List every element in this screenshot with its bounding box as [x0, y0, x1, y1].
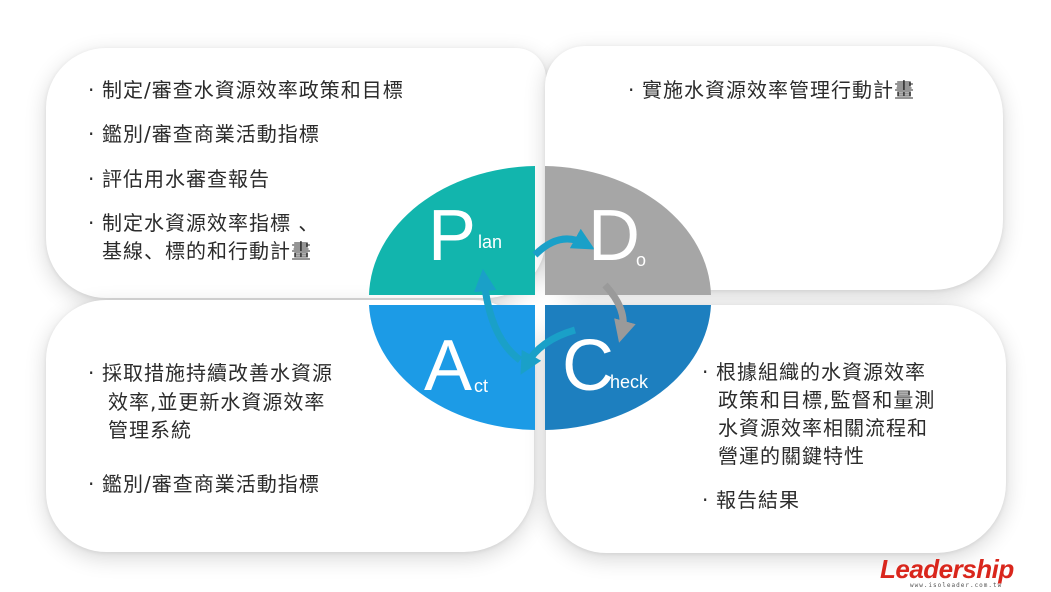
plan-small-text: lan [478, 232, 502, 252]
do-item-text: 實施水資源效率管理行動計畫 [642, 78, 915, 102]
plan-item: ·制定水資源效率指標 、 [88, 207, 319, 239]
bullet: · [628, 78, 636, 102]
do-item: ·實施水資源效率管理行動計畫 [628, 74, 915, 106]
do-small-text: o [636, 250, 646, 270]
plan-item-continued: 基線、標的和行動計畫 [102, 239, 312, 263]
check-small-text: heck [610, 372, 649, 392]
check-item-continued: 營運的關鍵特性 [718, 444, 865, 468]
bullet: · [702, 488, 710, 512]
do-big-letter: D [588, 196, 640, 276]
act-to-plan-arrow [474, 268, 523, 363]
act-item-continued: 管理系統 [108, 418, 192, 442]
bullet: · [702, 360, 710, 384]
check-item: ·根據組織的水資源效率 [702, 356, 926, 388]
check-big-letter: C [562, 326, 614, 406]
check-item: ·報告結果 [702, 484, 800, 516]
do-to-check-arrow [602, 282, 636, 343]
plan-item-text: 評估用水審查報告 [102, 167, 270, 191]
act-item: ·採取措施持續改善水資源 [88, 357, 333, 389]
bullet: · [88, 122, 96, 146]
plan-to-do-arrow [532, 228, 595, 258]
bullet: · [88, 211, 96, 235]
plan-item: ·鑑別/審查商業活動指標 [88, 118, 320, 150]
act-small-text: ct [474, 376, 488, 396]
plan-big-letter: P [428, 196, 476, 276]
act-item: ·鑑別/審查商業活動指標 [88, 468, 320, 500]
act-item-continued: 效率,並更新水資源效率 [108, 390, 326, 414]
plan-quadrant [369, 166, 535, 295]
bullet: · [88, 78, 96, 102]
check-quadrant [545, 305, 711, 430]
plan-item: ·評估用水審查報告 [88, 163, 270, 195]
leadership-logo: Leadership www.isoleader.com.tw [880, 554, 1030, 589]
check-item-continued: 水資源效率相關流程和 [718, 416, 928, 440]
plan-item: ·制定/審查水資源效率政策和目標 [88, 74, 404, 106]
act-item-text: 採取措施持續改善水資源 [102, 361, 333, 385]
check-item-text: 根據組織的水資源效率 [716, 360, 926, 384]
act-item-text: 鑑別/審查商業活動指標 [102, 472, 320, 496]
act-quadrant [369, 305, 535, 430]
check-item-text: 報告結果 [716, 488, 800, 512]
plan-item-text: 制定水資源效率指標 、 [102, 211, 320, 235]
bullet: · [88, 361, 96, 385]
bullet: · [88, 167, 96, 191]
pdca-cycle-diagram: P lan D o A ct C heck [369, 166, 711, 430]
plan-item-text: 制定/審查水資源效率政策和目標 [102, 78, 404, 102]
check-item-continued: 政策和目標,監督和量測 [718, 388, 936, 412]
logo-url: www.isoleader.com.tw [910, 582, 1003, 589]
check-to-act-arrow [520, 326, 577, 375]
bullet: · [88, 472, 96, 496]
do-quadrant [545, 166, 711, 295]
logo-brand: Leadership [880, 554, 1014, 584]
act-big-letter: A [424, 326, 472, 406]
plan-item-text: 鑑別/審查商業活動指標 [102, 122, 320, 146]
